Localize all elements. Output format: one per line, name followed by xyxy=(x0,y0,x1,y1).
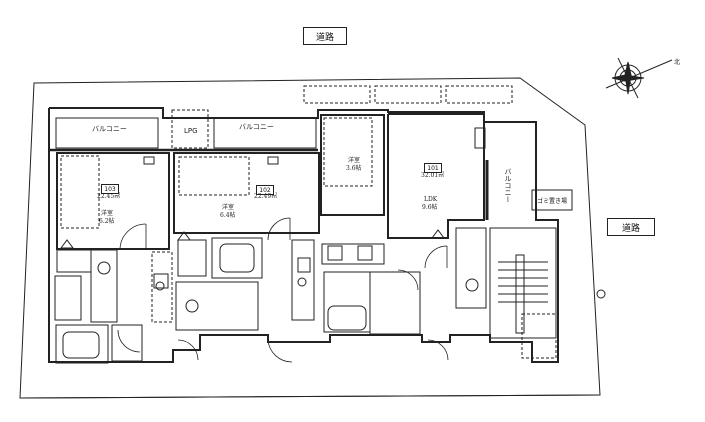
balcony-left xyxy=(55,117,159,149)
compass-rose xyxy=(605,57,673,99)
unit-102-room-type: 洋室 xyxy=(222,204,235,211)
balcony-label-right: バルコニー xyxy=(504,168,512,203)
stairs xyxy=(498,254,548,334)
unit-101-subroom xyxy=(320,114,385,216)
unit-101-subroom-size: 3.6帖 xyxy=(346,165,362,172)
road-label-top: 道路 xyxy=(303,27,347,45)
unit-101-subroom-type: 洋室 xyxy=(348,157,361,164)
unit-103-room-type: 洋室 xyxy=(101,210,114,217)
unit-102-number: 102 xyxy=(256,185,274,195)
stair-area xyxy=(489,227,557,339)
unit-101-ldk xyxy=(387,113,485,239)
road-label-right: 道路 xyxy=(607,218,655,236)
building-outline xyxy=(48,107,559,363)
unit-101-number: 101 xyxy=(424,163,442,173)
unit-101-area: 32.01㎡ xyxy=(421,172,445,179)
lpg-box xyxy=(171,109,209,149)
unit-103-number: 103 xyxy=(101,184,119,194)
unit-102-room-size: 6.4帖 xyxy=(220,212,236,219)
bathtub-102 xyxy=(211,237,263,279)
compass-north-mark: 北 xyxy=(674,59,681,66)
garbage-box-outline xyxy=(531,189,573,211)
unit-103-room-size: 6.2帖 xyxy=(99,218,115,225)
bathtub-101 xyxy=(323,271,371,333)
unit-102-room xyxy=(173,152,320,234)
lpg-label: LPG xyxy=(184,127,198,135)
unit-101-room-size: 9.6帖 xyxy=(422,204,438,211)
parking-spaces xyxy=(303,85,513,104)
garbage-label: ゴミ置き場 xyxy=(536,197,567,205)
balcony-label-left: バルコニー xyxy=(92,125,127,133)
unit-101-room-type: LDK xyxy=(424,196,438,203)
unit-102-area: 22.49㎡ xyxy=(254,193,278,200)
site-boundary xyxy=(19,77,601,399)
unit-103-area: 22.45㎡ xyxy=(97,193,121,200)
balcony-middle xyxy=(213,117,317,149)
balcony-label-middle: バルコニー xyxy=(239,123,274,131)
unit-103-room xyxy=(56,152,170,250)
bathtub-103 xyxy=(55,324,109,364)
